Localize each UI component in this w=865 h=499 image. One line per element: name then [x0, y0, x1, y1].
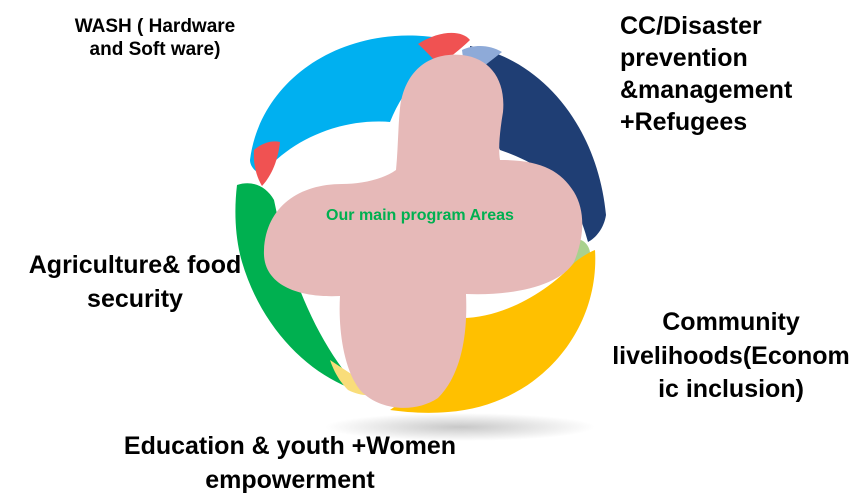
- community-label-line: livelihoods(Econom: [612, 341, 850, 370]
- red-accent-top: [418, 32, 470, 66]
- red-accent-left: [253, 141, 280, 186]
- wash-segment: [250, 35, 462, 176]
- community-label: Community livelihoods(Econom ic inclusio…: [600, 306, 862, 407]
- community-label-line: ic inclusion): [658, 375, 804, 403]
- wash-label-line: and Soft ware): [89, 38, 221, 60]
- education-label-line: Education & youth +Women: [123, 432, 457, 460]
- cc-disaster-label-line: CC/Disaster: [620, 12, 762, 40]
- education-label-line: empowerment: [205, 465, 375, 494]
- cc-disaster-label-line: prevention: [620, 44, 748, 72]
- center-label: Our main program Areas: [326, 207, 514, 224]
- agriculture-label: Agriculture& food security: [10, 248, 260, 316]
- agriculture-label-line: security: [87, 285, 183, 313]
- wash-label: WASH ( Hardware and Soft ware): [50, 16, 260, 62]
- sphere-shadow: [325, 413, 595, 441]
- agriculture-label-line: Agriculture& food: [28, 251, 242, 279]
- cc-disaster-label-line: &management: [620, 76, 793, 104]
- education-label: Education & youth +Women empowerment: [100, 430, 480, 497]
- central-cross: [263, 54, 583, 408]
- cc-disaster-label: CC/Disaster prevention &management +Refu…: [620, 10, 792, 138]
- wash-label-line: WASH ( Hardware: [74, 16, 236, 37]
- cc-disaster-label-line: +Refugees: [620, 108, 748, 136]
- community-label-line: Community: [662, 308, 800, 336]
